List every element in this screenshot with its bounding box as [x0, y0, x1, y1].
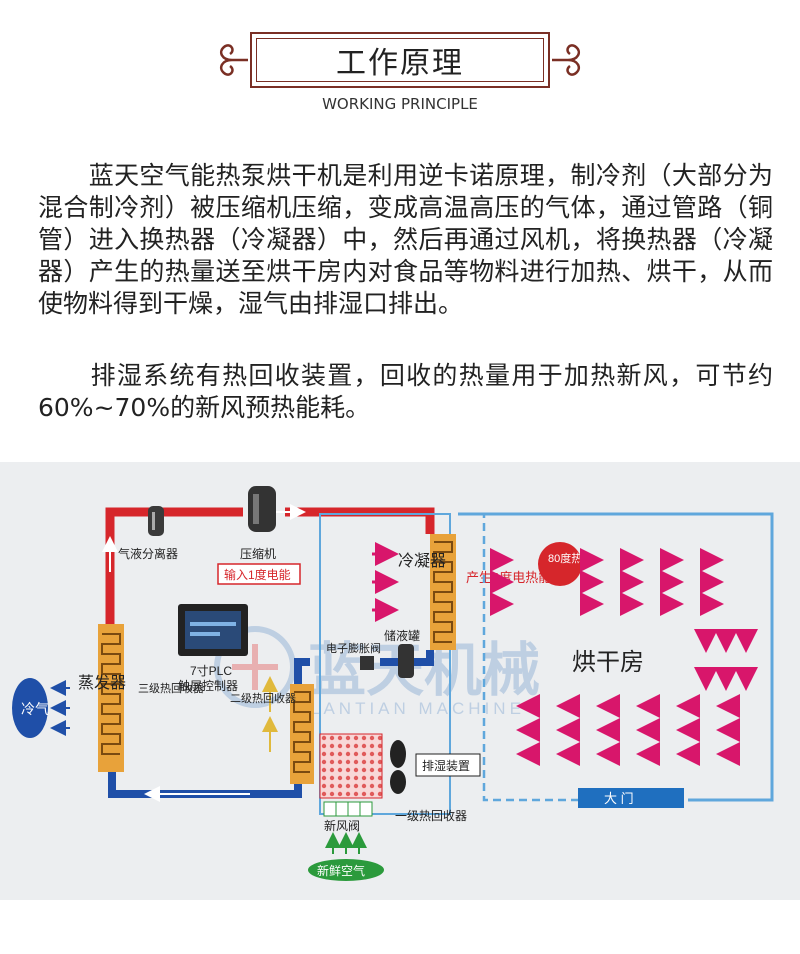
cold-air: 冷气 [12, 678, 70, 738]
machine-enclosure [319, 513, 451, 815]
intro-paragraph-1: 蓝天空气能热泵烘干机是利用逆卡诺原理，制冷剂（大部分为混合制冷剂）被压缩机压缩，… [38, 161, 773, 318]
recovery2-coil: 二级热回收器 [230, 676, 314, 784]
cold-air-label: 冷气 [21, 701, 49, 717]
expansion-valve-label: 电子膨胀阀 [326, 641, 381, 655]
gas-liquid-separator-label: 气液分离器 [118, 546, 178, 561]
fresh-air-valve: 新风阀 新鲜空气 [308, 801, 384, 881]
compressor: 压缩机 输入1度电能 [217, 486, 301, 585]
heat-80-label: 80度热风 [548, 551, 593, 565]
evaporator-label: 蒸发器 [78, 674, 126, 692]
cold-refrigerant-pipe [108, 650, 434, 798]
recovery1: 一级热回收器 [319, 733, 467, 823]
receiver-label: 储液罐 [384, 628, 420, 643]
gate-label: 大 门 [604, 791, 634, 806]
recovery2-label: 二级热回收器 [230, 691, 296, 705]
watermark-logo-en: LANTIAN MACHINE [310, 699, 525, 718]
page-title: 工作原理 [336, 46, 464, 81]
watermark-logo: 蓝天机械 LANTIAN MACHINE [214, 626, 540, 718]
controller-label-1: 7寸PLC [190, 664, 232, 678]
drying-room-label: 烘干房 [572, 649, 644, 676]
recovery3-label: 三级热回收器 [138, 681, 204, 695]
ornament-left-icon [220, 44, 248, 76]
expansion-valve: 电子膨胀阀 [326, 641, 381, 670]
controller-label-2: 触屏控制器 [178, 679, 238, 693]
plc-controller: 7寸PLC 触屏控制器 [178, 604, 248, 693]
title-box: 工作原理 [250, 32, 550, 88]
drying-room: 80度热风 烘干房 大 门 [458, 512, 774, 808]
recovery1-label: 一级热回收器 [395, 809, 467, 823]
power-input-label: 输入1度电能 [224, 567, 291, 582]
dehumidifier-label: 排湿装置 [422, 758, 470, 773]
evaporator: 蒸发器 [78, 624, 126, 772]
working-principle-diagram: 蓝天机械 LANTIAN MACHINE 气液分离器 压缩机 输入1度电能 7寸… [0, 462, 800, 900]
condenser: 冷凝器 [372, 534, 456, 650]
ornament-right-icon [552, 44, 580, 76]
header: 工作原理 WORKING PRINCIPLE [0, 0, 800, 130]
page-subtitle: WORKING PRINCIPLE [322, 95, 478, 113]
receiver: 储液罐 [384, 628, 420, 678]
intro-paragraph-2: 排湿系统有热回收装置，回收的热量用于加热新风，可节约60%~70%的新风预热能耗… [38, 361, 773, 422]
watermark-logo-cn: 蓝天机械 [308, 638, 540, 703]
diagram-background [0, 462, 800, 900]
hot-refrigerant-pipe [105, 507, 435, 624]
hot-air-arrows [490, 548, 758, 766]
fresh-air-label: 新鲜空气 [317, 863, 365, 878]
gas-liquid-separator: 气液分离器 [118, 506, 178, 561]
condenser-label: 冷凝器 [398, 552, 446, 570]
output-energy-label: 产生4度电热能 [466, 570, 551, 585]
fresh-valve-label: 新风阀 [324, 818, 360, 833]
dehumidifier: 排湿装置 [390, 740, 481, 794]
compressor-label: 压缩机 [240, 546, 276, 561]
